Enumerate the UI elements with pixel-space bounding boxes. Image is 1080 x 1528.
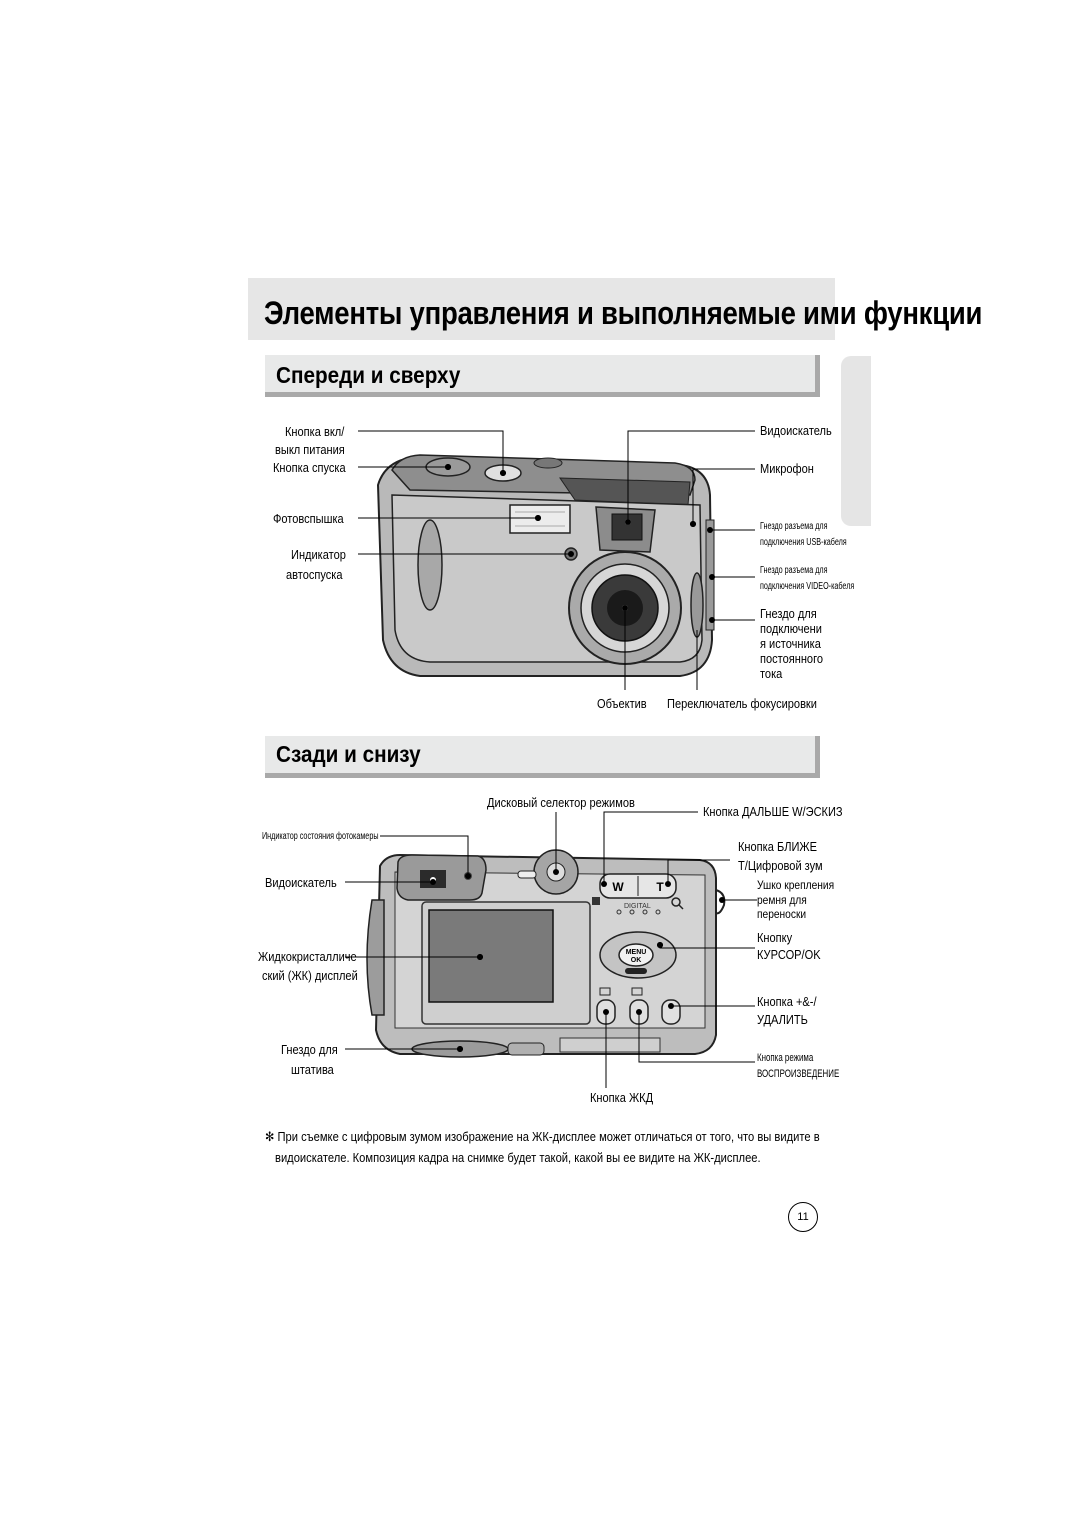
label-flash: Фотовспышка [273,511,344,526]
label-lcd-1: Жидкокристалличе [258,949,357,964]
label-dc-jack-5: тока [760,666,783,681]
footnote-line-2: видоискателе. Композиция кадра на снимке… [275,1150,761,1165]
label-delete-2: УДАЛИТЬ [757,1012,808,1027]
camera-t-mark: T [656,880,664,894]
label-zoom-button-2: T/Цифровой зум [738,858,823,873]
label-self-timer-2: автоспуска [286,567,343,582]
label-strap-2: ремня для [757,893,807,907]
camera-back-illustration: W T DIGITAL MENU OK [366,849,726,1058]
section-back-header [265,736,820,778]
label-lens: Объектив [597,696,647,711]
label-strap-1: Ушко крепления [757,878,835,892]
section-back-title: Сзади и снизу [276,741,421,767]
side-tab [841,356,871,526]
label-strap-3: переноски [757,907,807,921]
camera-menu-mark: MENU [626,949,647,956]
section-front-header [265,355,820,397]
label-tripod-2: штатива [291,1062,334,1077]
label-dc-jack-4: постоянного [760,651,824,666]
label-dc-jack-3: я источника [760,636,821,651]
label-lcd-button: Кнопка ЖКД [590,1090,654,1105]
label-viewfinder-front: Видоискатель [760,423,832,438]
label-usb-jack-2: подключения USB-кабеля [760,537,847,548]
camera-w-mark: W [612,880,624,894]
label-video-jack-2: подключения VIDEO-кабеля [760,581,855,592]
label-play-2: ВОСПРОИЗВЕДЕНИЕ [757,1068,840,1080]
label-usb-jack-1: Гнездо разъема для [760,521,828,532]
label-tripod-1: Гнездо для [281,1042,338,1057]
label-self-timer-1: Индикатор [291,547,346,562]
label-status-lamp: Индикатор состояния фотокамеры [262,831,379,842]
label-video-jack-1: Гнездо разъема для [760,565,828,576]
title-band [248,278,835,340]
label-next-button: Кнопка ДАЛЬШЕ W/ЭСКИЗ [703,804,843,819]
page-title: Элементы управления и выполняемые ими фу… [264,295,983,331]
footnote-line-1: ✻ При съемке с цифровым зумом изображени… [265,1129,820,1144]
label-delete-1: Кнопка +&-/ [757,994,817,1009]
label-power-button-2: выкл питания [275,442,345,457]
label-dc-jack-1: Гнездо для [760,606,817,621]
camera-digital-mark: DIGITAL [624,903,651,910]
label-mode-dial: Дисковый селектор режимов [487,795,635,810]
camera-ok-mark: OK [631,957,642,964]
label-shutter-button: Кнопка спуска [273,460,346,475]
label-play-1: Кнопка режима [757,1052,814,1064]
label-zoom-button-1: Кнопка БЛИЖЕ [738,839,817,854]
label-cursor-2: КУРСОР/OK [757,947,821,962]
label-focus-switch: Переключатель фокусировки [667,696,817,711]
label-viewfinder-back: Видоискатель [265,875,337,890]
section-front-title: Спереди и сверху [276,362,461,388]
label-lcd-2: ский (ЖК) дисплей [262,968,358,983]
label-dc-jack-2: подключени [760,621,822,636]
label-microphone: Микрофон [760,461,814,476]
label-power-button-1: Кнопка вкл/ [285,424,345,439]
page-number: 11 [788,1202,818,1232]
label-cursor-1: Кнопку [757,930,793,945]
